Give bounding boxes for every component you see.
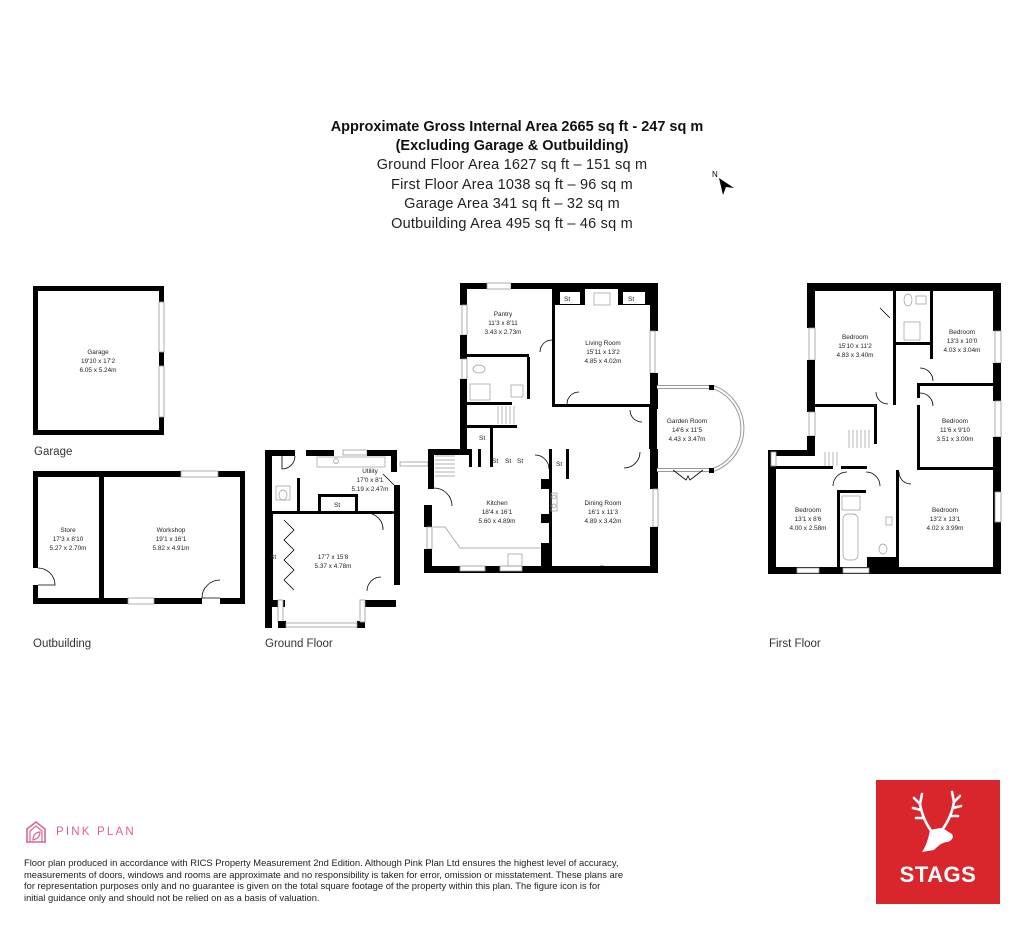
room-dim-metric: 4.02 x 3.99m	[927, 525, 964, 532]
outbuilding: Store 17'3 x 8'10 5.27 x 2.70m Workshop …	[33, 470, 245, 605]
room-name: Utility	[362, 468, 378, 475]
stag-head-icon	[911, 790, 963, 852]
room-name: Bedroom	[795, 507, 821, 514]
room-dim-metric: 4.89 x 3.42m	[585, 518, 622, 525]
stags-logo: STAGS	[876, 780, 1000, 904]
room-dim-imperial: 15'11 x 13'2	[586, 349, 620, 356]
room-dim-metric: 3.51 x 3.00m	[937, 436, 974, 443]
outbuilding-floor-label: Outbuilding	[33, 638, 92, 650]
room-name: Bedroom	[842, 334, 868, 341]
room-name: Bedroom	[949, 329, 975, 336]
storage-label: St	[564, 296, 570, 303]
room-name: Dining Room	[585, 500, 622, 507]
garage-floor-label: Garage	[34, 446, 73, 458]
north-arrow-icon: N	[712, 168, 738, 201]
room-dim-imperial: 11'6 x 9'10	[940, 427, 970, 434]
room-dim-imperial: 13'1 x 8'6	[795, 516, 822, 523]
area-summary: Approximate Gross Internal Area 2665 sq …	[0, 118, 1024, 234]
room-dim-imperial: 18'4 x 16'1	[482, 509, 513, 516]
pink-plan-house-icon	[26, 820, 46, 843]
room-name: Bedroom	[932, 507, 958, 514]
ground-floor-west-wing: St St Utility 17'0 x 8'1 5.19 x 2.47m 17…	[265, 449, 400, 628]
room-dim-imperial: 19'1 x 16'1	[156, 536, 187, 543]
room-dim-metric: 5.37 x 4.78m	[315, 563, 352, 570]
room-dim-metric: 4.85 x 4.02m	[585, 358, 622, 365]
ground-floor-label: Ground Floor	[265, 638, 333, 650]
storage-label: St	[517, 458, 523, 465]
storage-label: St	[479, 435, 485, 442]
room-dim-metric: 3.43 x 2.73m	[485, 329, 522, 336]
room-dim-imperial: 14'6 x 11'5	[672, 427, 702, 434]
room-dim-metric: 4.83 x 3.40m	[837, 352, 874, 359]
garden-room: Garden Room 14'6 x 11'5 4.43 x 3.47m	[657, 385, 745, 481]
room-name: Living Room	[585, 340, 621, 347]
gross-area-title: Approximate Gross Internal Area 2665 sq …	[330, 119, 704, 135]
storage-label: St	[556, 461, 562, 468]
room-name: Store	[60, 527, 76, 534]
room-dim-imperial: 16'1 x 11'3	[588, 509, 618, 516]
room-dim-metric: 5.60 x 4.89m	[479, 518, 516, 525]
room-dim-metric: 6.05 x 5.24m	[80, 367, 117, 374]
room-dim-metric: 5.27 x 2.70m	[50, 545, 87, 552]
pink-plan-logo: PINK PLAN	[24, 820, 136, 844]
room-dim-metric: 4.43 x 3.47m	[669, 436, 706, 443]
garage-building: Garage 19'10 x 17'2 6.05 x 5.24m	[33, 286, 165, 435]
room-dim-imperial: 13'3 x 10'0	[947, 338, 978, 345]
north-label: N	[712, 170, 718, 179]
room-dim-metric: 5.82 x 4.91m	[153, 545, 190, 552]
disclaimer-text: Floor plan produced in accordance with R…	[24, 857, 624, 903]
room-name: Pantry	[494, 311, 513, 318]
room-name: Garden Room	[667, 418, 707, 425]
room-dim-imperial: 17'3 x 8'10	[53, 536, 84, 543]
room-dim-imperial: 15'10 x 11'2	[838, 343, 872, 350]
gross-area-subtitle: (Excluding Garage & Outbuilding)	[395, 138, 629, 154]
outbuilding-area: Outbuilding Area 495 sq ft – 46 sq m	[391, 215, 633, 232]
room-dim-metric: 4.00 x 2.58m	[790, 525, 827, 532]
room-name: Bedroom	[942, 418, 968, 425]
room-dim-imperial: 13'2 x 13'1	[930, 516, 961, 523]
first-floor-label: First Floor	[769, 638, 821, 650]
stags-wordmark: STAGS	[899, 862, 977, 887]
room-dim-metric: 4.03 x 3.04m	[944, 347, 981, 354]
storage-label: St	[270, 554, 276, 561]
room-dim-imperial: 19'10 x 17'2	[81, 358, 116, 365]
room-name: Kitchen	[486, 500, 508, 507]
storage-label: St	[492, 458, 498, 465]
room-name: Workshop	[157, 527, 186, 534]
storage-label: St	[334, 502, 340, 509]
first-floor: Bedroom 15'10 x 11'2 4.83 x 3.40m Bedroo…	[768, 283, 1002, 574]
room-dim-imperial: 11'3 x 8'11	[488, 320, 518, 327]
room-dim-imperial: 17'0 x 8'1	[357, 477, 384, 484]
ground-floor-area: Ground Floor Area 1627 sq ft – 151 sq m	[376, 157, 648, 173]
first-floor-area: First Floor Area 1038 sq ft – 96 sq m	[391, 176, 633, 193]
room-dim-metric: 5.19 x 2.47m	[352, 486, 389, 493]
room-dim-imperial: 17'7 x 15'8	[318, 554, 349, 561]
garage-area: Garage Area 341 sq ft – 32 sq m	[404, 196, 620, 212]
ground-floor-main-block: St St St Pantry 11'3 x 8'11 3.43 x 2.73m…	[424, 282, 659, 574]
storage-label: St	[628, 296, 634, 303]
storage-label: St	[505, 458, 511, 465]
room-name: Garage	[87, 349, 109, 356]
pink-plan-brand: PINK PLAN	[56, 826, 136, 838]
